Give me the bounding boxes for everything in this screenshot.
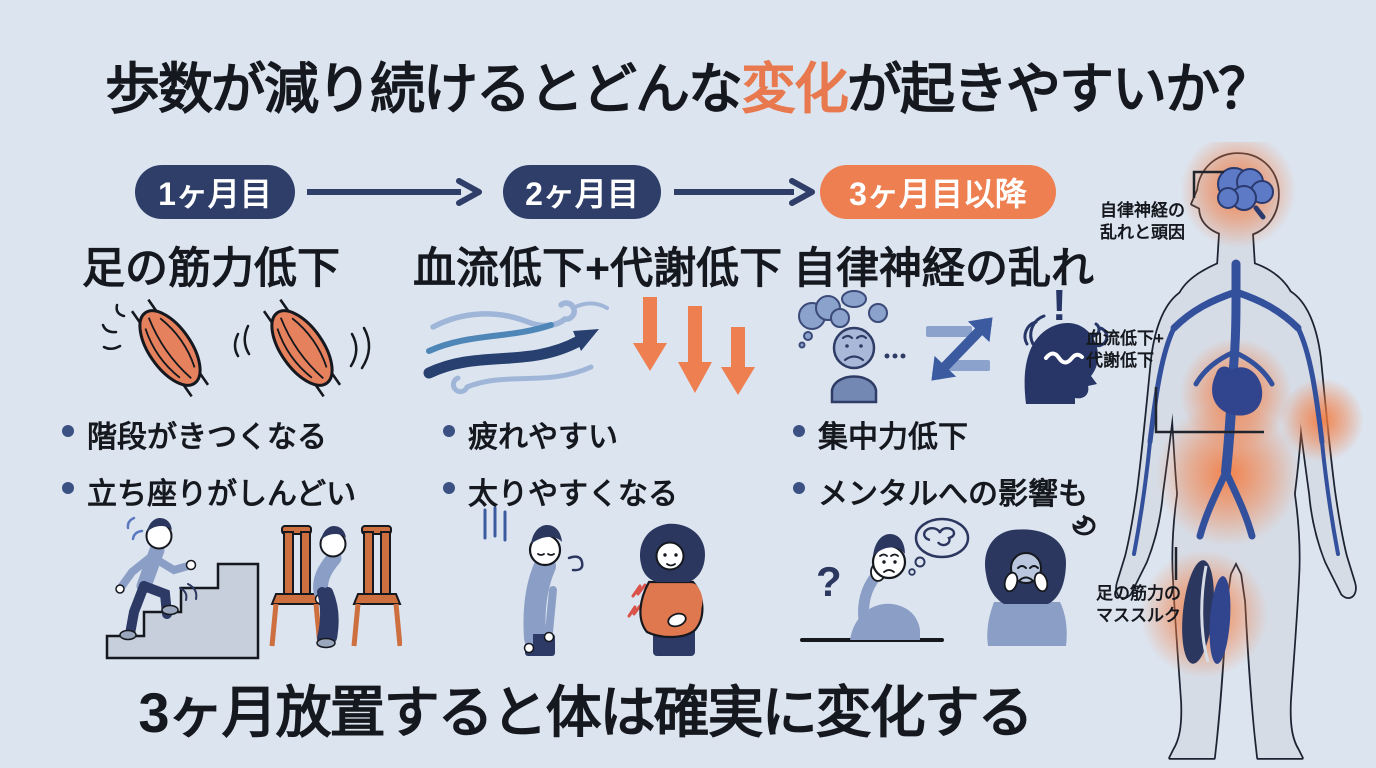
imbalance-double-arrow-icon [926,317,993,381]
blood-flow-waves-icon [423,300,609,395]
bullet-dot-icon [62,425,74,437]
bullet-text: 太りやすくなる [468,478,678,511]
stage-pill-month-3-plus: 3ヶ月目以降 [820,165,1056,219]
column-1-heading: 足の筋力低下 [82,245,340,293]
distressed-woman-spiral [985,514,1096,646]
column-1-illustration [105,516,402,660]
timeline-arrow-icon [307,178,482,206]
muscle-icons [101,298,371,398]
slouched-tired-man [483,506,584,656]
stage-pill-month-2: 2ヶ月目 [503,165,661,219]
body-label-line: 代謝低下 [1086,351,1154,371]
column-3-illustration: ? [800,514,1096,646]
triple-down-arrows-icon [633,297,755,395]
column-3-heading: 自律神経の乱れ [793,245,1094,293]
bullet-dot-icon [62,482,74,494]
bullet-text: 階段がきつくなる [87,421,327,454]
chair-icon [351,525,402,647]
footer-headline: 3ヶ月放置すると体は確実に変化する [138,681,1033,744]
body-label-leg-muscle: 足の筋力の マススルク [1096,583,1181,627]
motion-arcs [349,326,371,370]
page-title: 歩数が減り続けるとどんな変化が起きやすいか？ [0,44,1376,124]
bullet-text: 疲れやすい [468,421,618,454]
body-label-line: 足の筋力の [1096,584,1181,603]
human-body-diagram [1115,142,1364,760]
person-rising-from-chair [269,525,402,649]
worried-person-thought-icon [798,290,906,404]
thigh-muscle-icon [1182,560,1231,664]
column-2-illustration [483,506,705,656]
blood-vessels [1132,259,1340,556]
bullet-text: 立ち座りがしんどい [87,478,357,511]
bullet-text: 集中力低下 [818,421,968,454]
label-connector-lines [1154,170,1264,580]
confused-man-question-mark: ? [800,517,970,642]
stage-pill-label: 1ヶ月目 [158,176,272,212]
muscle-icon [130,298,210,398]
brain-icon [1217,167,1274,220]
woman-holding-belly [627,523,705,656]
bullet-dot-icon [443,482,455,494]
stage-pill-label: 2ヶ月目 [525,176,639,212]
column-2-bullets: 疲れやすい 太りやすくなる [443,412,678,526]
bullet-dot-icon [793,425,805,437]
column-2-heading: 血流低下+代謝低下 [413,245,783,293]
title-post: が起きやすいか？ [847,58,1273,120]
column-1-bullets: 階段がきつくなる 立ち座りがしんどい [62,412,356,526]
chair-icon [269,525,323,647]
timeline-arrow-icon [674,178,815,206]
exclamation-glyph: ! [1052,286,1067,330]
question-mark-glyph: ? [816,558,842,605]
heart-icon [1212,366,1263,416]
motion-arcs [233,324,251,358]
autonomic-icons: ! [798,286,1109,404]
body-label-autonomic: 自律神経の 乱れと頭因 [1100,200,1185,244]
bullet-dot-icon [443,425,455,437]
column-3-bullets: 集中力低下 メンタルへの影響も [793,412,1088,526]
body-label-line: マススルク [1096,606,1181,626]
title-pre: 歩数が減り続けるとどんな [104,58,743,120]
bullet-item: 疲れやすい [443,412,678,456]
body-label-bloodflow: 血流低下+ 代謝低下 [1086,328,1164,372]
bullet-item: 立ち座りがしんどい [62,469,356,513]
stage-pill-label: 3ヶ月目以降 [849,176,1027,212]
squiggle-marks [101,303,126,350]
body-label-line: 血流低下+ [1086,329,1164,348]
bullet-item: 太りやすくなる [443,469,678,513]
stressed-head-icon: ! [1023,286,1109,404]
body-label-line: 自律神経の [1100,201,1185,220]
stage-pill-month-1: 1ヶ月目 [135,165,295,219]
body-label-line: 乱れと頭因 [1100,223,1185,243]
bullet-text: メンタルへの影響も [818,478,1088,511]
bullet-dot-icon [793,482,805,494]
bullet-item: 集中力低下 [793,412,1088,456]
bullet-item: 階段がきつくなる [62,412,356,456]
title-highlight: 変化 [740,58,849,120]
person-climbing-stairs [105,516,260,660]
bullet-item: メンタルへの影響も [793,469,1088,513]
muscle-icon [262,298,342,398]
